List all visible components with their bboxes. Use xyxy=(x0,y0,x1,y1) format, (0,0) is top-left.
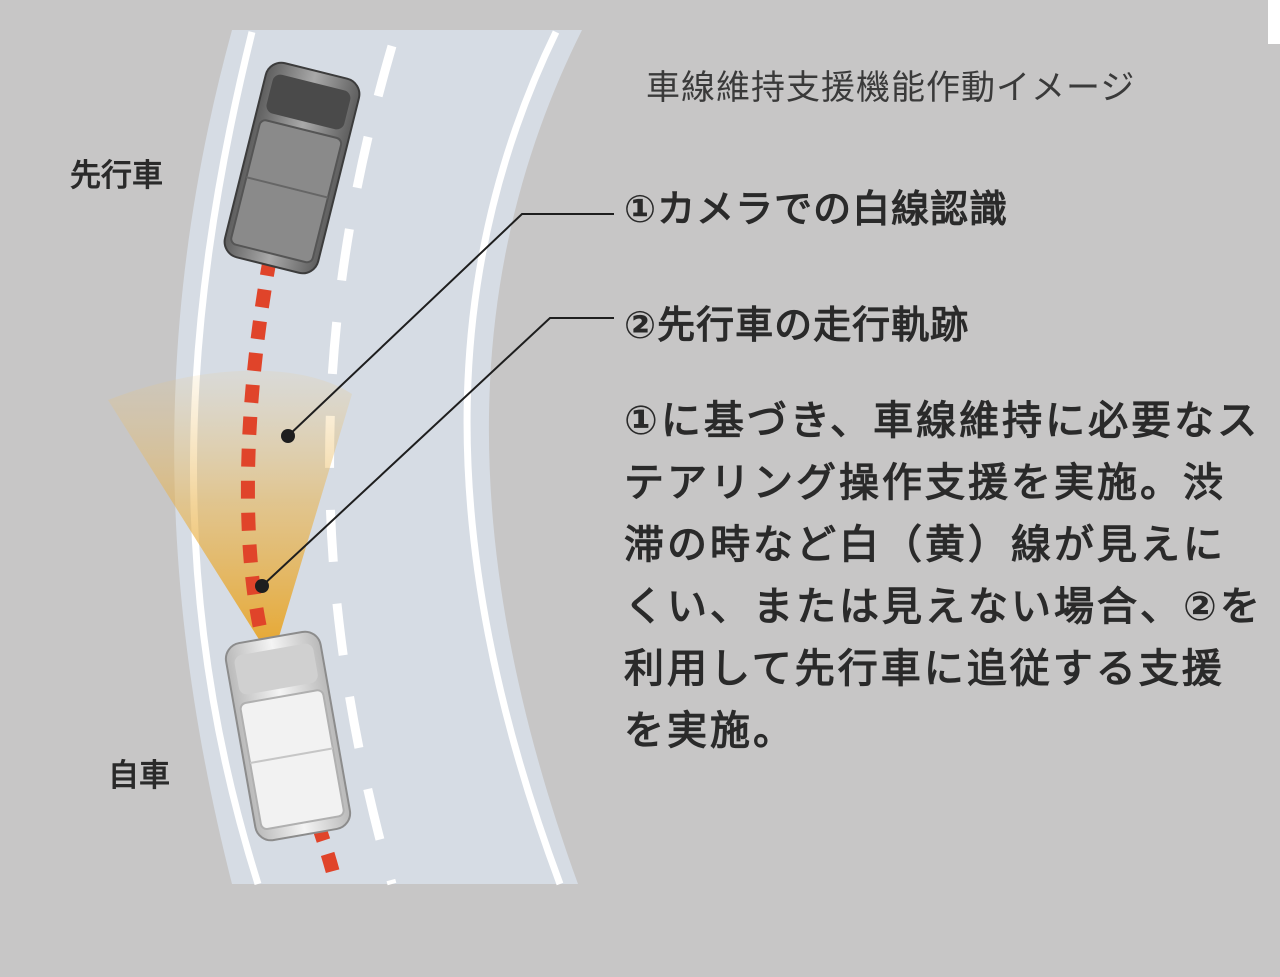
description-text: ①に基づき、車線維持に必要なステアリング操作支援を実施。渋滞の時など白（黄）線が… xyxy=(624,398,1263,754)
callout-2-marker-dot xyxy=(255,579,269,593)
callout-lead-trajectory: ②先行車の走行軌跡 xyxy=(624,303,970,347)
callout-camera-recognition: ①カメラでの白線認識 xyxy=(624,187,1009,231)
callout-2-leader-line xyxy=(261,317,614,587)
callout-1-leader-line xyxy=(287,213,614,437)
own-vehicle xyxy=(224,630,352,842)
right-edge-line xyxy=(463,30,564,886)
diagram-title: 車線維持支援機能作動イメージ xyxy=(646,68,1136,108)
corner-mark xyxy=(1268,0,1280,44)
lead-vehicle-label: 先行車 xyxy=(70,158,163,194)
callout-1-marker-dot xyxy=(281,429,295,443)
lead-vehicle xyxy=(223,61,361,275)
camera-detection-cone xyxy=(108,370,352,660)
own-vehicle-label: 自車 xyxy=(108,758,170,794)
